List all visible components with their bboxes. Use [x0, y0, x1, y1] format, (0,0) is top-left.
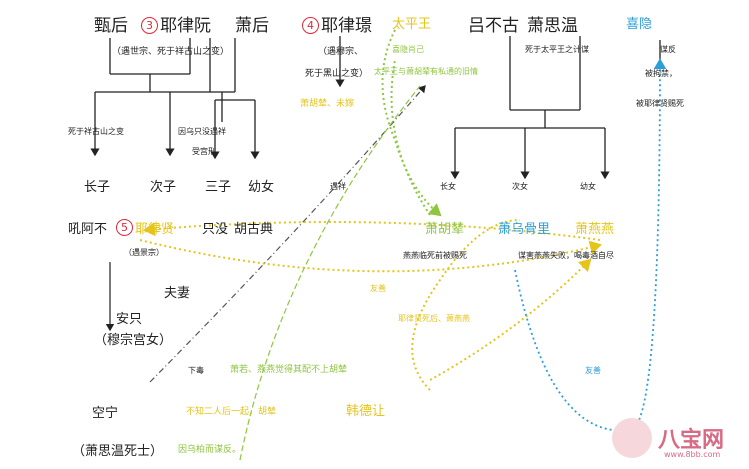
note-taiping-rel: 太平王与萧胡辇有私通的旧情 [374, 67, 478, 76]
site-logo: 八宝网 www.8bb.com [612, 418, 742, 464]
name-han-deyang: 韩德让 [346, 404, 386, 419]
dashdot-arrow-2 [239, 85, 421, 461]
name-anzhi: 安只 [116, 312, 143, 327]
name-zhenhou: 甄后 [94, 16, 128, 36]
yellow-friend-line-2 [143, 221, 601, 241]
note-yanyan-death: 燕燕临死前被赐死 [403, 251, 467, 260]
label-xiawu: 下毒 [188, 366, 204, 375]
note-mou-fan: 谋反 [660, 45, 676, 54]
green-arrow-1 [381, 29, 442, 217]
note-buzhi: 不知二人后一起，胡辇 [186, 407, 277, 417]
label-younv2: 幼女 [580, 182, 596, 191]
note-plot: 萧若、燕燕觉得其配不上胡辇 [230, 365, 348, 375]
name-xiaosiwen: 萧思温 [527, 16, 578, 36]
note-bei-yelu: 被耶律贤赐死 [636, 99, 684, 108]
yellow-arrow-4 [411, 219, 521, 391]
yeluxian-label: 耶律贤 [135, 222, 175, 237]
label-cizi: 次子 [150, 180, 177, 195]
name-kongning: 空宁 [92, 406, 119, 421]
note-ye-yin: 因乌柏而谋反。 [178, 445, 242, 455]
name-xiaowuli: 萧乌骨里 [498, 222, 551, 237]
note-guoshi-shizong: （遇世宗、死于祥古山之变） [112, 47, 230, 57]
label-changnv: 长女 [440, 182, 456, 191]
note-guoshi-zhi: 喜隐肖己 [392, 45, 424, 54]
green-arrow-2 [390, 59, 431, 216]
number-4-badge: 4 [302, 17, 319, 34]
note-xiangu-died: 死于祥古山之变 [68, 127, 124, 136]
note-muzong-palace: （穆宗宫女） [94, 333, 173, 348]
yellow-friend-line [139, 239, 602, 273]
name-xiyin: 喜隐 [626, 17, 653, 32]
note-sihei-shan: 死于黑山之变） [305, 69, 369, 79]
number-3-badge: 3 [141, 17, 158, 34]
label-younv: 幼女 [248, 180, 275, 195]
name-zhimei: 只没 [202, 222, 229, 237]
name-lvbugu: 吕不古 [468, 16, 519, 36]
label-sanzi: 三子 [205, 180, 232, 195]
label-changzi: 长子 [84, 180, 111, 195]
note-mou-fail: 谋害燕燕失败，喝毒酒自尽 [518, 251, 614, 260]
yellow-arrow-3 [429, 258, 592, 381]
note-shou-gongxing: 受宫刑 [192, 147, 216, 156]
logo-url: www.8bb.com [664, 450, 721, 459]
logo-face-icon [612, 418, 652, 458]
note-xiaosiwen-guard: （萧思温死士） [72, 444, 164, 459]
note-yin-hucan: 因乌只没遇祥 [178, 127, 226, 136]
yeluruan-label: 耶律阮 [160, 16, 211, 36]
note-guojing: （遇景宗） [124, 248, 164, 257]
name-xiaoyanyan: 萧燕燕 [575, 222, 615, 237]
name-hu: 吼阿不 [68, 222, 108, 237]
number-5-badge: 5 [116, 219, 133, 236]
label-cinv: 次女 [512, 182, 528, 191]
note-bei-qiu: 被拘禁， [645, 69, 677, 78]
label-yuxiang: 遇祥 [330, 182, 346, 191]
note-yelu-yufei: 耶律贤死后、萧燕燕 [398, 314, 470, 323]
name-taipingwang: 太平王 [392, 17, 432, 32]
yelujing-label: 耶律璟 [321, 16, 372, 36]
name-xiaohou: 萧后 [235, 16, 269, 36]
name-hugudian: 胡古典 [234, 222, 274, 237]
label-husband: 夫妻 [164, 286, 191, 301]
label-youhao: 友善 [370, 284, 386, 293]
note-si-taiping: 死于太平王之计谋 [525, 45, 589, 54]
note-yu-muzong: （遇穆宗、 [318, 47, 364, 57]
logo-name: 八宝网 [658, 428, 725, 453]
label-friend2: 友善 [585, 366, 601, 375]
name-xiaohunian: 萧胡辇 [425, 222, 465, 237]
tree-mid [335, 36, 661, 180]
tree-left [90, 38, 260, 160]
blue-arrow [514, 58, 667, 432]
note-meiyou-huzhe: 萧胡辇、未嫁 [300, 99, 355, 109]
